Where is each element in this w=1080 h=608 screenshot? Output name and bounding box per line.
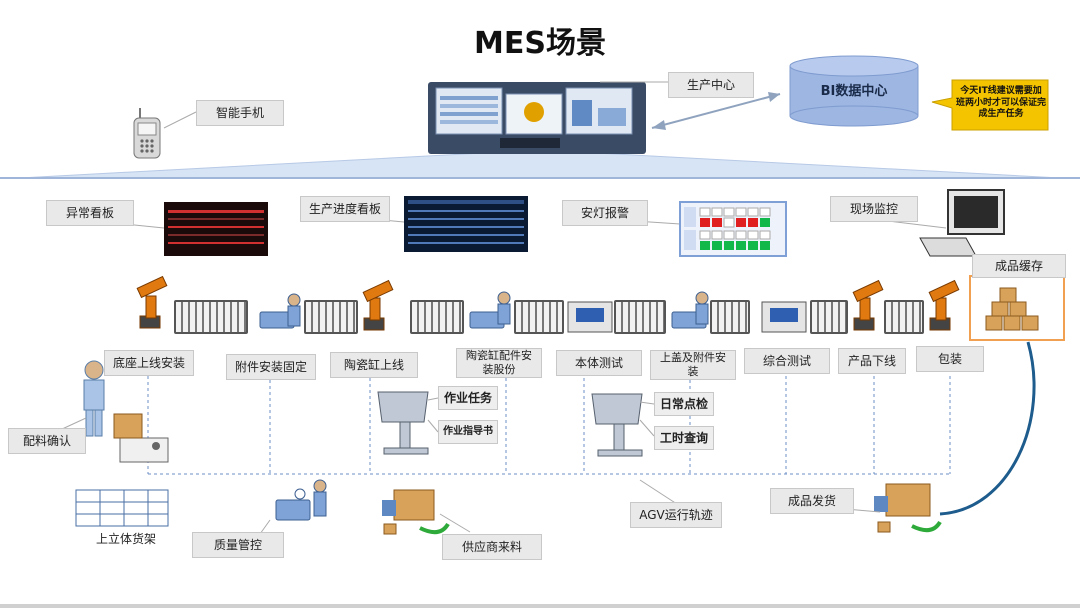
station-dashed-links bbox=[147, 376, 951, 475]
conveyor-5 bbox=[614, 300, 666, 334]
station-label-7: 综合测试 bbox=[744, 348, 830, 374]
exception-board-label: 异常看板 bbox=[46, 200, 134, 226]
shipping-label: 成品发货 bbox=[770, 488, 854, 514]
supplier-label: 供应商来料 bbox=[442, 534, 542, 560]
conveyor-4 bbox=[514, 300, 564, 334]
computer-monitor-icon bbox=[919, 189, 1005, 257]
conveyor-6 bbox=[710, 300, 750, 334]
shipping-curve bbox=[939, 341, 1036, 516]
station-label-8: 产品下线 bbox=[838, 348, 906, 374]
agv-label: AGV运行轨迹 bbox=[630, 502, 722, 528]
progress-board-label: 生产进度看板 bbox=[300, 196, 390, 222]
exception-board-screen bbox=[164, 202, 268, 256]
kiosk-icon bbox=[377, 391, 643, 457]
conveyor-8 bbox=[884, 300, 924, 334]
bi-center-label: BI数据中心 bbox=[820, 84, 888, 99]
person-icon bbox=[83, 360, 105, 437]
andon-board bbox=[679, 201, 787, 257]
station-label-1: 底座上线安装 bbox=[104, 350, 194, 376]
control-center-image bbox=[428, 82, 646, 154]
robot-arm-icon bbox=[136, 275, 960, 331]
footer-divider bbox=[0, 604, 1080, 608]
kiosk-task-label: 作业任务 bbox=[438, 386, 498, 410]
conveyor-7 bbox=[810, 300, 848, 334]
station-label-2: 附件安装固定 bbox=[226, 354, 316, 380]
worker-station-icon bbox=[259, 291, 709, 329]
station-label-6: 上盖及附件安装 bbox=[650, 350, 736, 380]
kiosk-guide-label: 作业指导书 bbox=[438, 420, 498, 444]
progress-board-screen bbox=[404, 196, 528, 252]
smartphone-icon bbox=[133, 108, 161, 159]
perspective-wedge bbox=[19, 149, 1061, 179]
page-title: MES场景 bbox=[474, 26, 606, 61]
quality-label: 质量管控 bbox=[192, 532, 284, 558]
test-machine-icon bbox=[567, 301, 807, 333]
station-label-3: 陶瓷缸上线 bbox=[330, 352, 418, 378]
material-confirm-label: 配料确认 bbox=[8, 428, 86, 454]
planning-note: 今天IT线建议需要加班两小时才可以保证完成生产任务 bbox=[956, 86, 1047, 120]
shelf-label: 上立体货架 bbox=[95, 532, 156, 546]
note-callout bbox=[931, 79, 1049, 131]
agv-icon bbox=[113, 413, 169, 463]
boxes-icon bbox=[985, 287, 1039, 331]
conveyor-2 bbox=[304, 300, 358, 334]
kiosk-hours-label: 工时查询 bbox=[654, 426, 714, 450]
station-label-9: 包装 bbox=[916, 346, 984, 372]
bi-cylinder bbox=[789, 55, 919, 127]
smartphone-label: 智能手机 bbox=[196, 100, 284, 126]
andon-label: 安灯报警 bbox=[562, 200, 648, 226]
kiosk-check-label: 日常点检 bbox=[654, 392, 714, 416]
conveyor-1 bbox=[174, 300, 248, 334]
shelf-icon bbox=[75, 489, 169, 527]
station-label-5: 本体测试 bbox=[556, 350, 642, 376]
conveyor-3 bbox=[410, 300, 464, 334]
finished-cache-label: 成品缓存 bbox=[972, 254, 1066, 278]
delivery-truck-icon bbox=[382, 483, 942, 535]
quality-worker-icon bbox=[275, 479, 327, 521]
production-center-label: 生产中心 bbox=[668, 72, 754, 98]
monitor-label: 现场监控 bbox=[830, 196, 918, 222]
station-label-4: 陶瓷缸配件安装股份 bbox=[456, 348, 542, 378]
